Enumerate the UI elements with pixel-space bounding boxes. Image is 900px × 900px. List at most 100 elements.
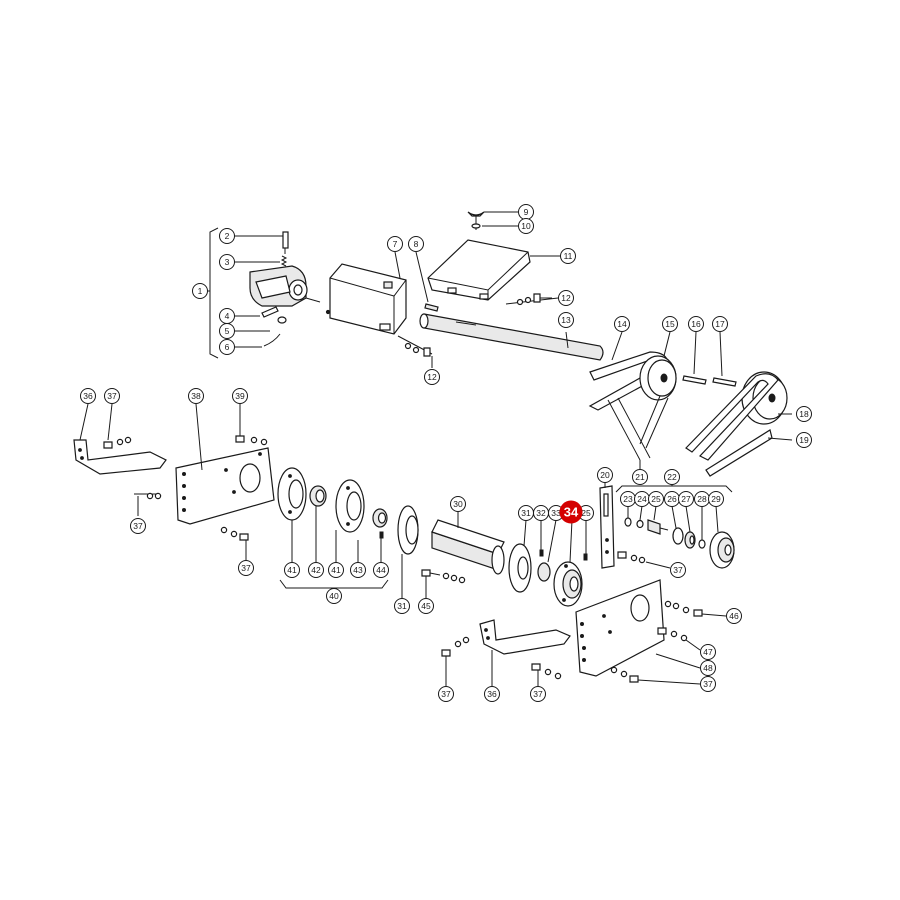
callout-41-left: 41 (284, 562, 300, 578)
callout-40: 40 (326, 588, 342, 604)
callout-20: 20 (597, 467, 613, 483)
svg-text:41: 41 (331, 565, 341, 575)
svg-text:21: 21 (635, 472, 645, 482)
svg-text:46: 46 (729, 611, 739, 621)
callout-23: 23 (620, 491, 636, 507)
svg-text:39: 39 (235, 391, 245, 401)
callout-17: 17 (712, 316, 728, 332)
callout-27: 27 (678, 491, 694, 507)
svg-text:37: 37 (673, 565, 683, 575)
svg-text:45: 45 (421, 601, 431, 611)
callout-45: 45 (418, 598, 434, 614)
svg-text:34: 34 (564, 505, 579, 520)
callout-9: 9 (518, 204, 534, 220)
callout-39: 39 (232, 388, 248, 404)
callout-48: 48 (700, 660, 716, 676)
callout-2: 2 (219, 228, 235, 244)
part-group-20-29 (575, 482, 735, 685)
svg-text:33: 33 (551, 508, 561, 518)
svg-text:15: 15 (665, 319, 675, 329)
callout-26: 26 (664, 491, 680, 507)
svg-text:36: 36 (83, 391, 93, 401)
svg-text:14: 14 (617, 319, 627, 329)
svg-text:31: 31 (397, 601, 407, 611)
callout-37-plate: 37 (238, 560, 254, 576)
svg-text:12: 12 (427, 372, 437, 382)
callout-15: 15 (662, 316, 678, 332)
svg-text:8: 8 (414, 239, 419, 249)
callout-36-bottom: 36 (484, 686, 500, 702)
svg-text:38: 38 (191, 391, 201, 401)
callout-16: 16 (688, 316, 704, 332)
svg-text:16: 16 (691, 319, 701, 329)
svg-text:37: 37 (441, 689, 451, 699)
svg-text:25: 25 (651, 494, 661, 504)
part-group-40-45 (277, 467, 466, 598)
callout-34-highlighted: 34 (559, 500, 583, 524)
callout-38: 38 (188, 388, 204, 404)
callout-11: 11 (560, 248, 576, 264)
callout-41-right: 41 (328, 562, 344, 578)
svg-text:1: 1 (198, 286, 203, 296)
callout-7: 7 (387, 236, 403, 252)
callout-37-bottom-right: 37 (700, 676, 716, 692)
callout-37-bottom-mid: 37 (530, 686, 546, 702)
callout-14: 14 (614, 316, 630, 332)
callout-1: 1 (192, 283, 208, 299)
callout-30: 30 (450, 496, 466, 512)
svg-text:36: 36 (487, 689, 497, 699)
svg-text:17: 17 (715, 319, 725, 329)
callout-13: 13 (558, 312, 574, 328)
svg-text:4: 4 (225, 311, 230, 321)
callout-37-left: 37 (130, 518, 146, 534)
svg-text:37: 37 (133, 521, 143, 531)
part-group-1-6 (200, 227, 321, 359)
svg-text:28: 28 (697, 494, 707, 504)
part-group-36-39 (73, 403, 275, 560)
svg-text:37: 37 (241, 563, 251, 573)
callout-25-right: 25 (648, 491, 664, 507)
svg-text:42: 42 (311, 565, 321, 575)
callout-6: 6 (219, 339, 235, 355)
callout-29: 29 (708, 491, 724, 507)
svg-text:43: 43 (353, 565, 363, 575)
callout-31-left: 31 (394, 598, 410, 614)
svg-text:13: 13 (561, 315, 571, 325)
svg-text:20: 20 (600, 470, 610, 480)
callout-28: 28 (694, 491, 710, 507)
svg-text:30: 30 (453, 499, 463, 509)
svg-text:29: 29 (711, 494, 721, 504)
callout-24: 24 (634, 491, 650, 507)
part-group-14-21 (588, 331, 793, 477)
svg-text:37: 37 (533, 689, 543, 699)
svg-text:9: 9 (524, 207, 529, 217)
svg-text:37: 37 (107, 391, 117, 401)
svg-text:24: 24 (637, 494, 647, 504)
part-group-7-13 (325, 211, 604, 368)
svg-text:47: 47 (703, 647, 713, 657)
svg-text:5: 5 (225, 326, 230, 336)
callout-18: 18 (796, 406, 812, 422)
svg-text:26: 26 (667, 494, 677, 504)
svg-text:40: 40 (329, 591, 339, 601)
callout-12-top: 12 (558, 290, 574, 306)
svg-text:11: 11 (564, 251, 573, 261)
callout-36-left: 36 (80, 388, 96, 404)
callout-43: 43 (350, 562, 366, 578)
svg-text:7: 7 (393, 239, 398, 249)
svg-text:22: 22 (667, 472, 677, 482)
svg-text:10: 10 (521, 221, 531, 231)
callout-37-bottom-left: 37 (438, 686, 454, 702)
callout-4: 4 (219, 308, 235, 324)
svg-text:23: 23 (623, 494, 633, 504)
svg-text:37: 37 (703, 679, 713, 689)
svg-text:19: 19 (799, 435, 809, 445)
callout-47: 47 (700, 644, 716, 660)
callout-31-right: 31 (518, 505, 534, 521)
callout-22: 22 (664, 469, 680, 485)
svg-text:25: 25 (581, 508, 591, 518)
callout-46: 46 (726, 608, 742, 624)
svg-text:44: 44 (376, 565, 386, 575)
svg-text:31: 31 (521, 508, 531, 518)
